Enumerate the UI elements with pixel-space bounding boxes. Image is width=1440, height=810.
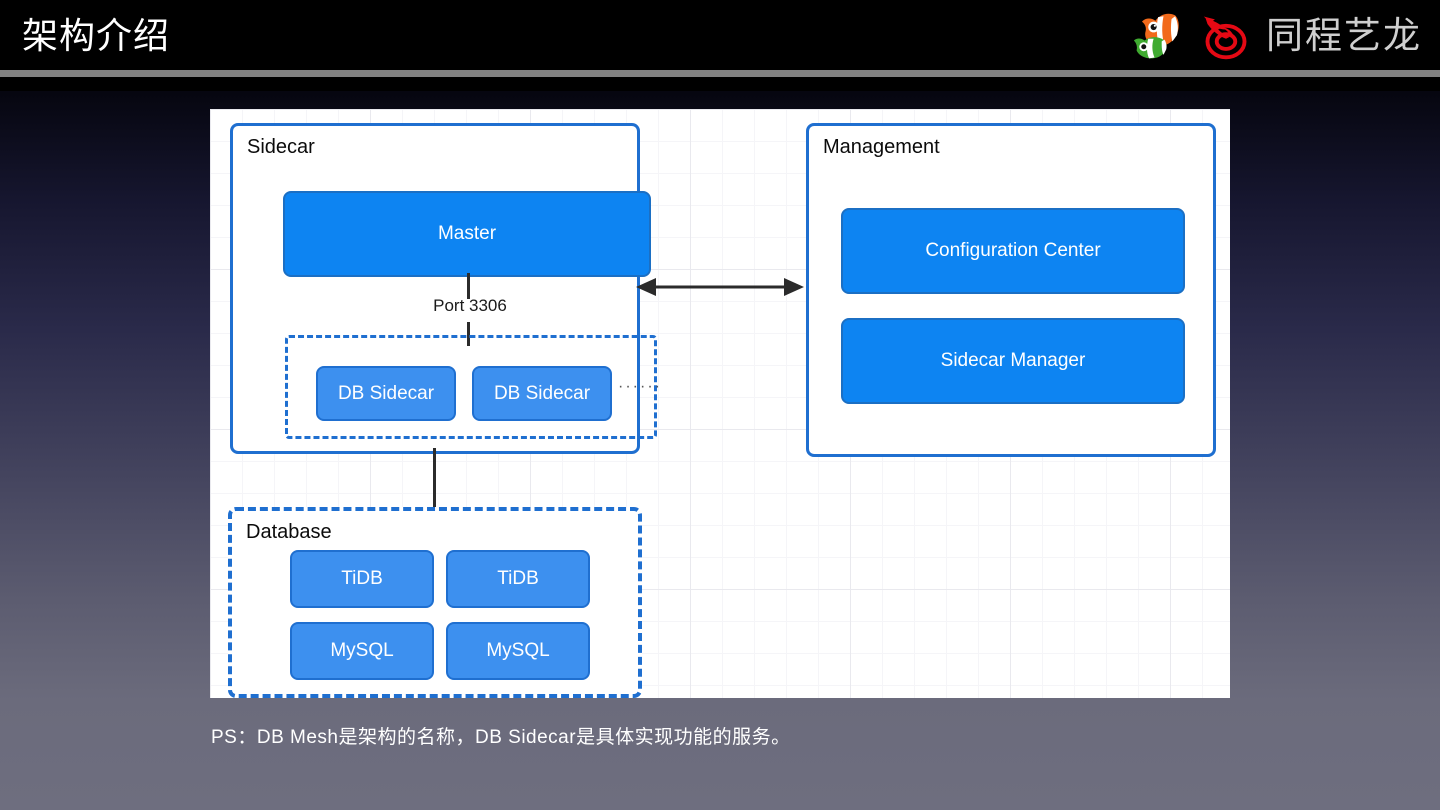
panel-database-title: Database: [246, 521, 332, 543]
page-title: 架构介绍: [22, 15, 171, 56]
box-mysql-1[interactable]: MySQL: [290, 622, 434, 680]
box-master[interactable]: Master: [283, 191, 651, 277]
group-db-sidecar-pool: DB Sidecar DB Sidecar ······: [285, 335, 660, 439]
arrow-sidecar-management-icon: [636, 278, 804, 296]
box-tidb-1-label: TiDB: [341, 568, 383, 589]
panel-database: Database TiDB TiDB MySQL MySQL: [228, 507, 642, 698]
slide-caption: PS：DB Mesh是架构的名称，DB Sidecar是具体实现功能的服务。: [211, 727, 791, 748]
box-configuration-center-label: Configuration Center: [925, 240, 1101, 261]
box-mysql-1-label: MySQL: [330, 640, 394, 661]
connector-master-to-port: [467, 273, 470, 299]
panel-sidecar-title: Sidecar: [247, 136, 315, 158]
box-mysql-2-label: MySQL: [486, 640, 550, 661]
box-tidb-2-label: TiDB: [497, 568, 539, 589]
clownfish-logo: [1133, 13, 1179, 59]
box-db-sidecar-1-label: DB Sidecar: [337, 382, 435, 404]
box-db-sidecar-2-label: DB Sidecar: [493, 382, 591, 404]
box-tidb-2[interactable]: TiDB: [446, 550, 590, 608]
port-label: Port 3306: [433, 296, 507, 315]
dragon-logo: [1203, 16, 1247, 60]
panel-management-title: Management: [823, 136, 940, 158]
header-underlay: [0, 77, 1440, 91]
connector-sidecar-to-database: [433, 448, 436, 508]
box-tidb-1[interactable]: TiDB: [290, 550, 434, 608]
box-sidecar-manager[interactable]: Sidecar Manager: [841, 318, 1185, 404]
box-master-label: Master: [437, 223, 497, 244]
panel-sidecar: Sidecar Master Port 3306 DB Sidecar DB S…: [230, 123, 660, 454]
db-sidecar-ellipsis: ······: [618, 378, 662, 395]
header-divider: [0, 70, 1440, 77]
connector-port-to-pool: [467, 322, 470, 346]
box-mysql-2[interactable]: MySQL: [446, 622, 590, 680]
box-configuration-center[interactable]: Configuration Center: [841, 208, 1185, 294]
box-db-sidecar-2[interactable]: DB Sidecar: [472, 366, 612, 421]
panel-management: Management Configuration Center Sidecar …: [806, 123, 1216, 457]
box-sidecar-manager-label: Sidecar Manager: [940, 350, 1086, 371]
box-db-sidecar-1[interactable]: DB Sidecar: [316, 366, 456, 421]
logo-group: 同程艺龙: [1132, 8, 1422, 64]
brand-name: 同程艺龙: [1266, 15, 1422, 56]
diagram-canvas: Sidecar Master Port 3306 DB Sidecar DB S…: [210, 109, 1230, 698]
slide-header: 架构介绍: [0, 0, 1440, 70]
